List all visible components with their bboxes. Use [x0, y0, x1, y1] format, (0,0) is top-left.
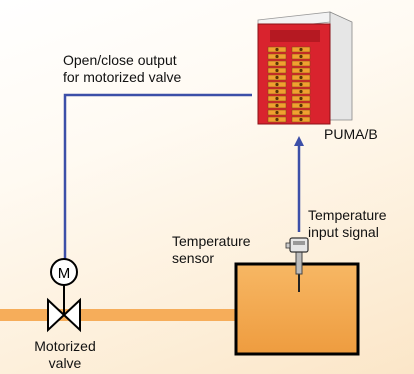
- controller-device-icon: [257, 11, 353, 125]
- controller-label: PUMA/B: [324, 126, 378, 142]
- motor-symbol: M: [58, 265, 71, 282]
- input-signal-label-line2: input signal: [308, 224, 379, 240]
- output-signal-label-line1: Open/close output: [63, 52, 177, 68]
- temperature-sensor-icon: [285, 237, 309, 292]
- pipe: [0, 309, 250, 321]
- valve-label-line1: Motorized: [34, 338, 96, 354]
- output-signal-arrow: [60, 93, 252, 281]
- sensor-label-line1: Temperature: [172, 233, 251, 249]
- motor-icon: M: [50, 258, 78, 315]
- valve-label-line2: valve: [48, 355, 82, 371]
- output-signal-label-line2: for motorized valve: [63, 69, 182, 85]
- sensor-label-line2: sensor: [172, 250, 215, 266]
- tank: [234, 262, 360, 356]
- input-signal-label-line1: Temperature: [308, 207, 387, 223]
- valve-icon: [47, 297, 81, 333]
